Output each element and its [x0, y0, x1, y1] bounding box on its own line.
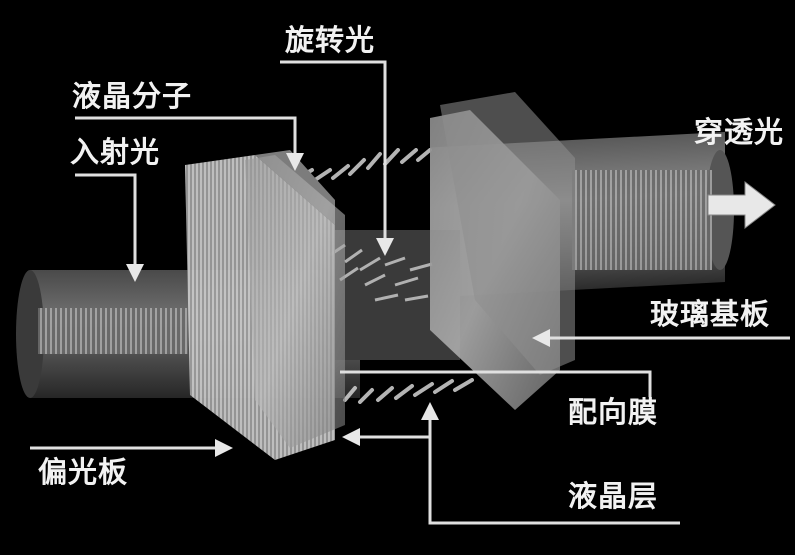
leader-rotated-light	[280, 60, 387, 242]
label-rotated-light: 旋转光	[285, 23, 376, 57]
arrowhead-incident-light-icon	[126, 264, 144, 282]
exit-arrow-icon	[707, 180, 776, 230]
lc-molecules-bottom	[343, 378, 474, 404]
leader-lines	[30, 60, 790, 525]
label-lc-layer: 液晶层	[568, 479, 659, 513]
leader-lc-molecule	[75, 116, 297, 158]
lc-molecules-top	[296, 148, 432, 182]
arrowhead-lc-molecule-icon	[286, 153, 304, 171]
left-glass-plate	[245, 155, 345, 448]
arrowhead-polarizer-icon	[215, 439, 233, 457]
arrowhead-glass-substrate-icon	[532, 329, 550, 347]
leader-alignment-film	[340, 370, 652, 397]
leader-arrowheads	[126, 153, 550, 457]
incident-light-lines	[38, 308, 188, 354]
label-glass-substrate: 玻璃基板	[650, 297, 771, 331]
leader-incident-light	[75, 173, 137, 268]
label-polarizer: 偏光板	[38, 455, 129, 489]
arrowhead-rotated-light-icon	[376, 238, 394, 256]
transmitted-light-lines	[572, 170, 712, 270]
label-lc-molecule: 液晶分子	[72, 79, 193, 113]
arrowhead-lc-layer-icon	[421, 402, 439, 420]
label-incident-light: 入射光	[70, 135, 161, 169]
right-glass-plate-back	[440, 92, 575, 375]
arrowhead-alignment-film-icon	[342, 428, 360, 446]
leader-lc-layer	[428, 415, 680, 525]
label-transmitted-light: 穿透光	[694, 115, 785, 149]
label-alignment-film: 配向膜	[568, 395, 659, 429]
